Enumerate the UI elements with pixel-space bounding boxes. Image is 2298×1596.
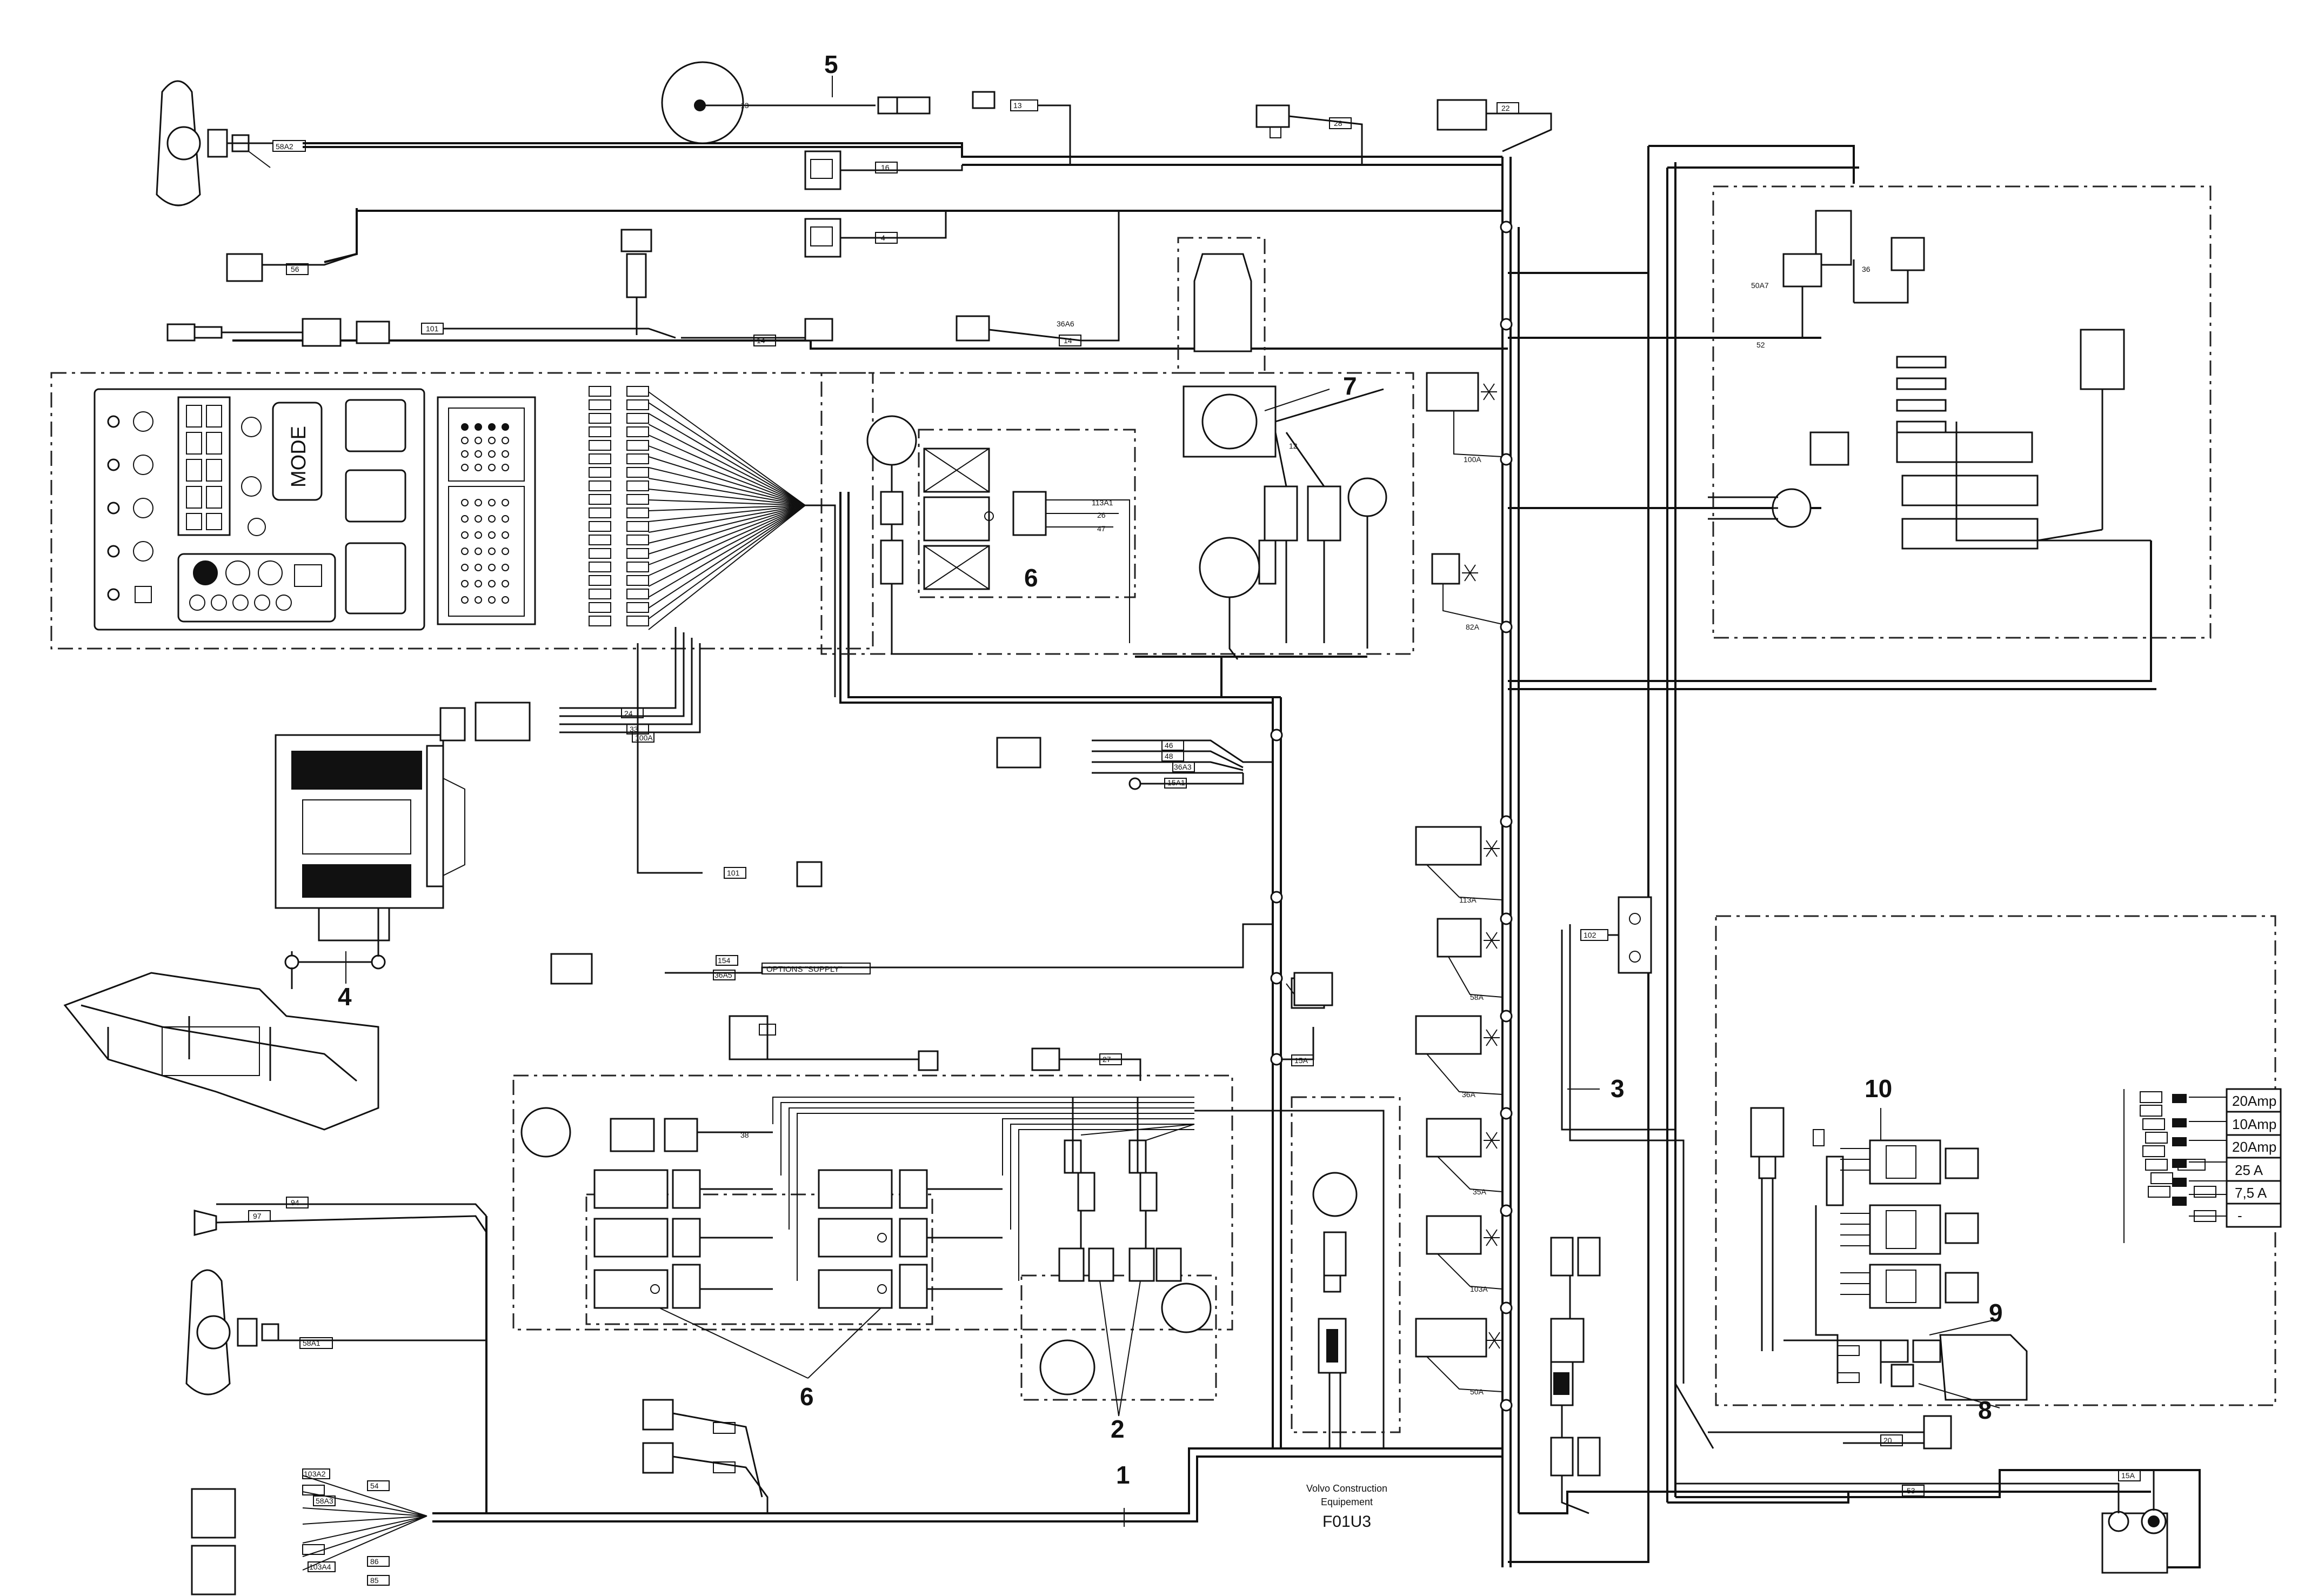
fuse-rating-2: 10Amp <box>2232 1116 2276 1132</box>
tag-14b: 14 <box>1064 336 1072 345</box>
tag-58a3: 58A3 <box>316 1497 333 1505</box>
splice-points <box>1270 221 1513 1412</box>
tag-15a2: 15A <box>2121 1471 2135 1480</box>
tag-94: 94 <box>291 1198 299 1207</box>
tag-100a: 100A <box>1464 455 1481 464</box>
tag-48: 48 <box>1165 752 1173 760</box>
tag-52: 52 <box>1756 340 1765 349</box>
tag-36a6: 36A6 <box>1057 319 1074 328</box>
pin-list <box>589 386 649 626</box>
tag-82a: 82A <box>1466 623 1480 631</box>
callout-1: 1 <box>1116 1461 1130 1489</box>
ignition-switch-group <box>1135 237 1387 697</box>
top-left-components <box>156 61 1552 347</box>
tag-58a2: 58A2 <box>276 142 293 151</box>
tag-12: 12 <box>1289 442 1298 450</box>
drawing-code: F01U3 <box>1322 1513 1371 1531</box>
tag-4: 4 <box>881 233 885 242</box>
fuse-rating-6: - <box>2237 1207 2242 1224</box>
tag-154: 154 <box>718 956 731 965</box>
terminal-blocks <box>1286 372 1503 1392</box>
connector-pins-top <box>448 408 525 617</box>
tag-58a1: 58A1 <box>303 1339 320 1347</box>
tag-15a: 15A <box>1294 1056 1308 1065</box>
tag-13b: 13 <box>1013 101 1022 110</box>
tag-102: 102 <box>1584 931 1596 939</box>
tag-38: 38 <box>740 1131 749 1139</box>
tag-36a5: 36A5 <box>714 971 732 979</box>
tag-50a7: 50A7 <box>1751 281 1769 290</box>
tag-86: 86 <box>370 1557 379 1566</box>
callout-2: 2 <box>1111 1415 1125 1443</box>
tag-13: 13 <box>740 101 749 110</box>
instrument-panel-group: MODE <box>50 372 1414 697</box>
fuse-rating-1: 20Amp <box>2232 1093 2276 1109</box>
tag-15a1: 15A1 <box>1167 778 1185 787</box>
callout-4: 4 <box>338 983 352 1011</box>
tag-58a: 58A <box>1470 993 1484 1001</box>
tag-113a1: 113A1 <box>1092 498 1113 507</box>
tag-85: 85 <box>370 1576 379 1585</box>
callout-9: 9 <box>1989 1299 2003 1327</box>
tag-16: 16 <box>881 163 890 172</box>
tag-101b: 101 <box>727 869 740 877</box>
tag-36a: 36A <box>1462 1090 1476 1099</box>
engine-illustration <box>63 734 465 1131</box>
tag-14: 14 <box>757 336 765 345</box>
right-lower-panel: 20Amp 10Amp 20Amp 25 A 7,5 A - <box>1675 915 2282 1574</box>
tag-20: 20 <box>1883 1436 1892 1445</box>
selector-lamps <box>189 560 322 611</box>
callout-8: 8 <box>1978 1396 1992 1424</box>
fuse-rating-4: 25 A <box>2235 1162 2263 1178</box>
tag-53: 53 <box>1907 1486 1915 1495</box>
lower-left-components <box>185 1197 769 1595</box>
fuse-rating-3: 20Amp <box>2232 1139 2276 1155</box>
tag-36: 36 <box>1862 265 1871 273</box>
company-name-line1: Volvo Construction <box>1306 1483 1387 1494</box>
tag-35a: 35A <box>1473 1187 1487 1196</box>
tag-50a: 50A <box>1470 1387 1484 1396</box>
mode-button-label: MODE <box>288 426 310 488</box>
fuse-rows <box>2123 1089 2227 1243</box>
title-block: Volvo Construction Equipement F01U3 <box>1306 1483 1387 1531</box>
tag-100a2: 100A <box>635 733 653 742</box>
callout-5: 5 <box>824 50 838 78</box>
mid-left-connectors: OPTIONS "SUPPLY" <box>439 627 1325 1081</box>
tag-101: 101 <box>426 324 439 333</box>
pin-wire-fan <box>648 391 836 697</box>
tag-103a4: 103A4 <box>309 1562 331 1571</box>
tag-33: 33 <box>630 725 638 733</box>
display-digits <box>186 405 222 530</box>
tag-54: 54 <box>370 1481 379 1490</box>
callout-6a: 6 <box>1024 564 1038 592</box>
tag-47: 47 <box>1097 524 1106 533</box>
warning-lamps <box>107 411 266 603</box>
callout-numbers: 5 7 6 4 6 2 1 3 10 9 8 <box>338 50 2003 1527</box>
tag-36a3: 36A3 <box>1174 763 1192 771</box>
callout-7: 7 <box>1343 372 1357 400</box>
right-upper-panel <box>1708 185 2212 639</box>
callout-10: 10 <box>1865 1074 1892 1103</box>
tag-28: 28 <box>1334 119 1342 128</box>
tag-27: 27 <box>1103 1055 1111 1064</box>
center-bottom-components <box>1291 896 1714 1514</box>
tag-97: 97 <box>253 1212 262 1220</box>
tag-103a: 103A <box>1470 1285 1488 1293</box>
tag-56: 56 <box>291 265 299 273</box>
lower-relay-box <box>512 1074 1385 1448</box>
tag-24: 24 <box>624 709 633 718</box>
fuse-rating-5: 7,5 A <box>2235 1185 2267 1201</box>
callout-3: 3 <box>1611 1074 1625 1103</box>
tag-46: 46 <box>1165 741 1173 750</box>
tag-26: 26 <box>1097 511 1106 519</box>
tag-113a: 113A <box>1459 896 1477 904</box>
tag-103a2: 103A2 <box>304 1470 326 1478</box>
callout-6b: 6 <box>800 1383 814 1411</box>
company-name-line2: Equipement <box>1321 1497 1373 1507</box>
wire-tags: 58A2 13 13 16 4 56 101 14 14 36A6 28 22 … <box>253 101 2135 1585</box>
tag-22: 22 <box>1501 104 1510 112</box>
options-supply-label: OPTIONS "SUPPLY" <box>766 965 842 974</box>
